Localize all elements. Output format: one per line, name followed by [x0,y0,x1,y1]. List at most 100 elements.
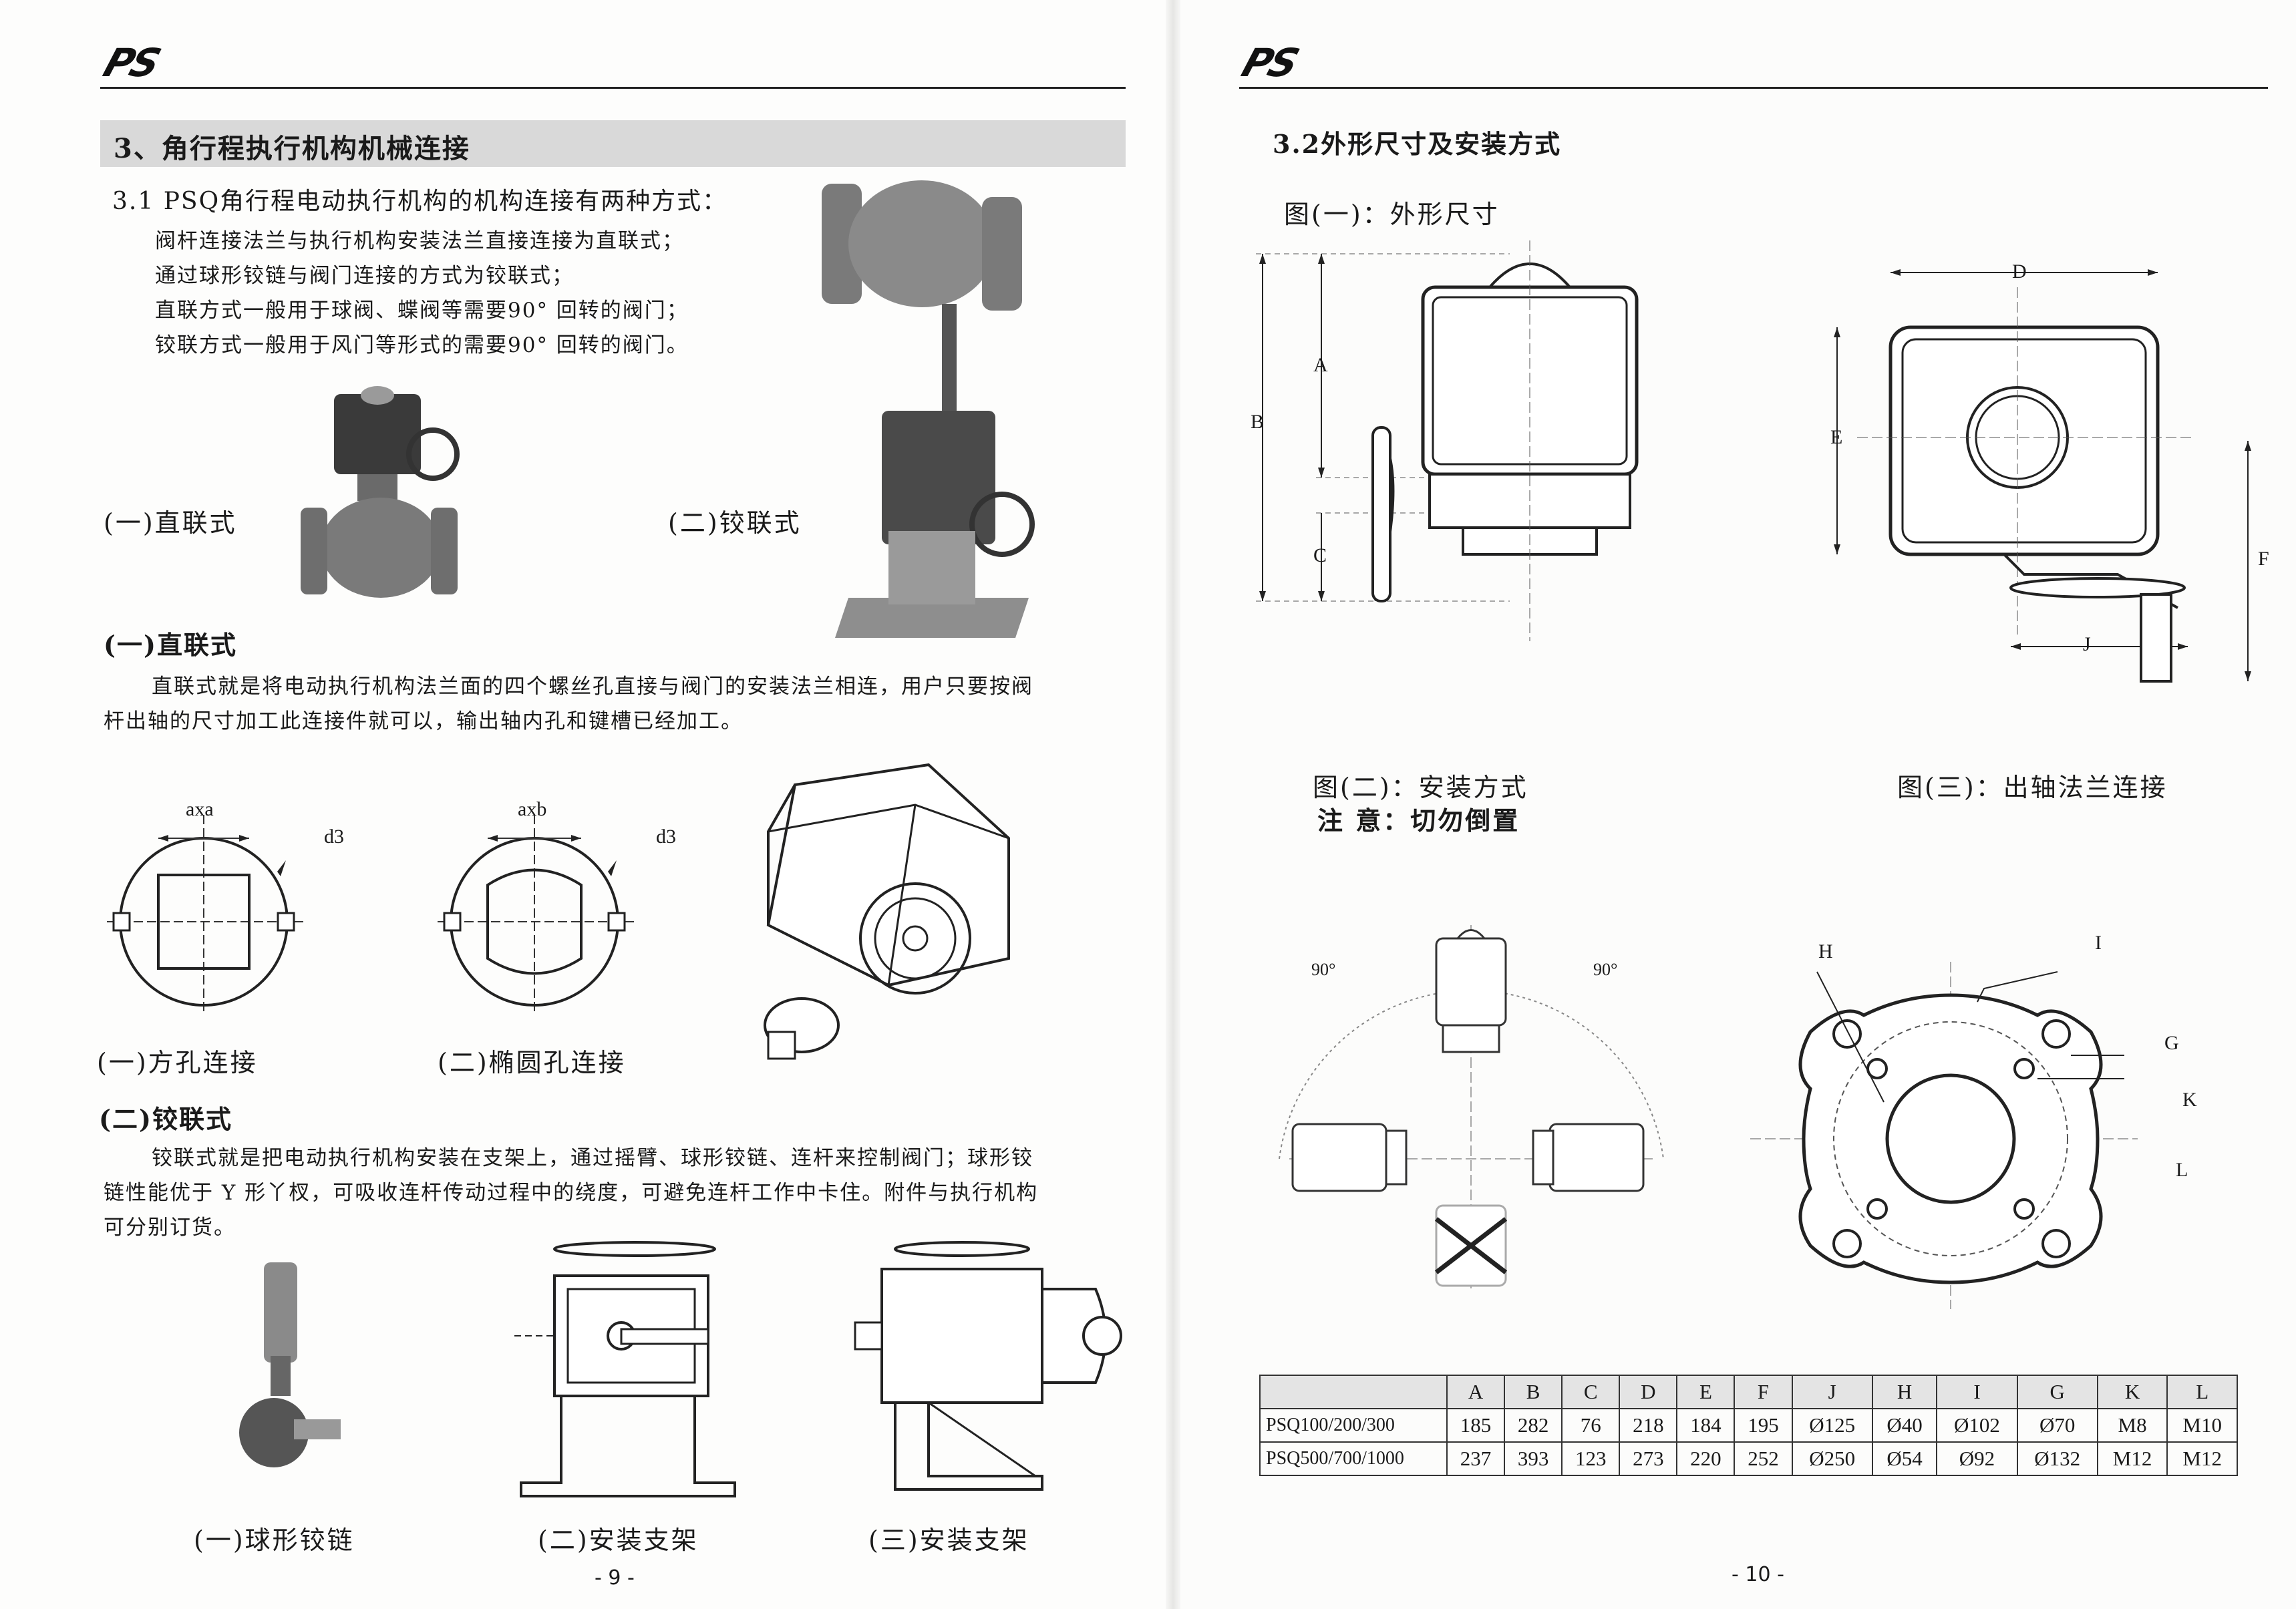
hinge-paragraph: 铰联式就是把电动执行机构安装在支架上，通过摇臂、球形铰链、连杆来控制阀门；球形铰… [104,1141,1146,1245]
table-header-cell: I [1936,1375,2018,1409]
table-cell: Ø125 [1791,1408,1873,1443]
table-cell-model: PSQ500/700/1000 [1259,1441,1448,1476]
fig1-caption: 图(一)：外形尺寸 [1284,200,1500,229]
table-cell: 220 [1676,1441,1736,1476]
table-cell: Ø102 [1936,1408,2018,1443]
intro-line: 阀杆连接法兰与执行机构安装法兰直接连接为直联式； [155,229,684,253]
table-row: PSQ500/700/1000 237 393 123 273 220 252 … [1259,1441,2238,1476]
table-header-cell: E [1676,1375,1736,1409]
dim-label-B: B [1251,411,1265,433]
table-header-cell: C [1561,1375,1621,1409]
square-hole-caption: (一)方孔连接 [97,1048,258,1077]
direct-mount-valve-illustration [301,386,460,598]
table-cell: 237 [1446,1441,1506,1476]
intro-line: 直联方式一般用于球阀、蝶阀等需要90° 回转的阀门； [155,299,689,323]
table-cell: 393 [1504,1441,1563,1476]
table-cell: M12 [2166,1441,2238,1476]
table-cell: 184 [1676,1408,1736,1443]
paragraph-line: 可分别订货。 [104,1216,236,1240]
table-cell: 123 [1561,1441,1621,1476]
table-header-cell: K [2096,1375,2168,1409]
header-rule [1239,87,2268,89]
table-header-cell [1259,1375,1448,1409]
subsection-title: 3.1 PSQ角行程电动执行机构的机构连接有两种方式： [112,188,728,215]
flange-label-I: I [2095,932,2102,954]
intro-text: 阀杆连接法兰与执行机构安装法兰直接连接为直联式； 通过球形铰链与阀门连接的方式为… [155,224,796,363]
square-d3-label: d3 [324,826,344,848]
dim-label-D: D [2012,260,2027,283]
book-fold [1166,0,1180,1609]
dim-label-A: A [1313,354,1328,376]
dim-label-F: F [2258,548,2269,570]
fig3-caption: 图(三)：出轴法兰连接 [1897,773,2168,802]
intro-line: 通过球形铰链与阀门连接的方式为铰联式； [155,264,574,288]
bracket-1-caption: (二)安装支架 [538,1526,699,1555]
ball-joint-illustration [239,1262,341,1467]
table-cell: 76 [1561,1408,1621,1443]
page-number-left: - 9 - [595,1566,635,1590]
angle-right-label: 90° [1593,960,1618,979]
table-header-cell: J [1791,1375,1873,1409]
table-header-row: A B C D E F J H I G K L [1259,1375,2238,1409]
table-header-cell: G [2016,1375,2098,1409]
flange-label-G: G [2164,1032,2179,1054]
hinge-heading: (二)铰联式 [99,1104,232,1134]
actuator-line-drawing [764,763,1010,1060]
section-title: 3.2外形尺寸及安装方式 [1273,129,1562,159]
table-header-cell: F [1734,1375,1793,1409]
dimension-spec-table: A B C D E F J H I G K L PSQ100/200/300 1… [1259,1375,2238,1476]
table-cell: Ø70 [2016,1408,2098,1443]
ellipse-dim-label: axb [518,798,547,820]
fig-hinge-caption: (二)铰联式 [668,508,802,538]
flange-label-H: H [1818,940,1833,962]
mounting-bracket-2-drawing [854,1241,1122,1491]
header-rule [100,87,1126,89]
hinge-mount-illustration [822,180,1035,638]
table-cell: 185 [1446,1408,1506,1443]
table-cell: M8 [2096,1408,2168,1443]
table-cell: M10 [2166,1408,2238,1443]
top-view-dimension-drawing [1834,269,2251,683]
installation-orientation-diagram [1279,925,1664,1292]
table-header-cell: B [1504,1375,1563,1409]
table-cell: 195 [1734,1408,1793,1443]
ball-joint-caption: (一)球形铰链 [194,1526,355,1555]
table-header-cell: A [1446,1375,1506,1409]
table-cell: Ø132 [2016,1441,2098,1476]
paragraph-line: 杆出轴的尺寸加工此连接件就可以，输出轴内孔和键槽已经加工。 [104,709,743,733]
table-header-cell: L [2166,1375,2238,1409]
dim-label-J: J [2083,633,2091,655]
table-cell: Ø250 [1791,1441,1873,1476]
flange-label-K: K [2182,1089,2197,1111]
right-page [1172,0,2296,1609]
table-cell: 218 [1619,1408,1678,1443]
square-dim-label: axa [186,798,214,820]
flange-label-L: L [2176,1159,2188,1181]
output-flange-diagram [1750,962,2138,1309]
fig2-note: 注 意：切勿倒置 [1317,806,1520,836]
table-cell: Ø40 [1871,1408,1938,1443]
paragraph-line: 直联式就是将电动执行机构法兰面的四个螺丝孔直接与阀门的安装法兰相连，用户只要按阀 [152,675,1033,699]
bracket-2-caption: (三)安装支架 [868,1526,1029,1555]
table-cell: Ø54 [1871,1441,1938,1476]
ellipse-hole-caption: (二)椭圆孔连接 [438,1048,626,1077]
mounting-bracket-1-drawing [514,1241,736,1497]
table-row: PSQ100/200/300 185 282 76 218 184 195 Ø1… [1259,1408,2238,1443]
section-title: 3、角行程执行机构机械连接 [114,133,470,164]
dim-label-C: C [1313,544,1327,566]
paragraph-line: 链性能优于 Y 形丫杈，可吸收连杆传动过程中的绕度，可避免连杆工作中卡住。附件与… [104,1181,1039,1205]
table-cell: 252 [1734,1441,1793,1476]
fig2-caption: 图(二)：安装方式 [1313,773,1528,802]
ellipse-hole-diagram [438,815,638,1015]
fig-direct-caption: (一)直联式 [104,508,237,538]
front-view-dimension-drawing [1256,240,1639,641]
page-number-right: - 10 - [1732,1563,1784,1586]
table-cell-model: PSQ100/200/300 [1259,1408,1448,1443]
table-cell: 273 [1619,1441,1678,1476]
section-band [100,120,1126,167]
table-header-cell: H [1871,1375,1938,1409]
direct-paragraph: 直联式就是将电动执行机构法兰面的四个螺丝孔直接与阀门的安装法兰相连，用户只要按阀… [104,669,1146,739]
table-cell: 282 [1504,1408,1563,1443]
table-cell: Ø92 [1936,1441,2018,1476]
dim-label-E: E [1830,426,1843,448]
